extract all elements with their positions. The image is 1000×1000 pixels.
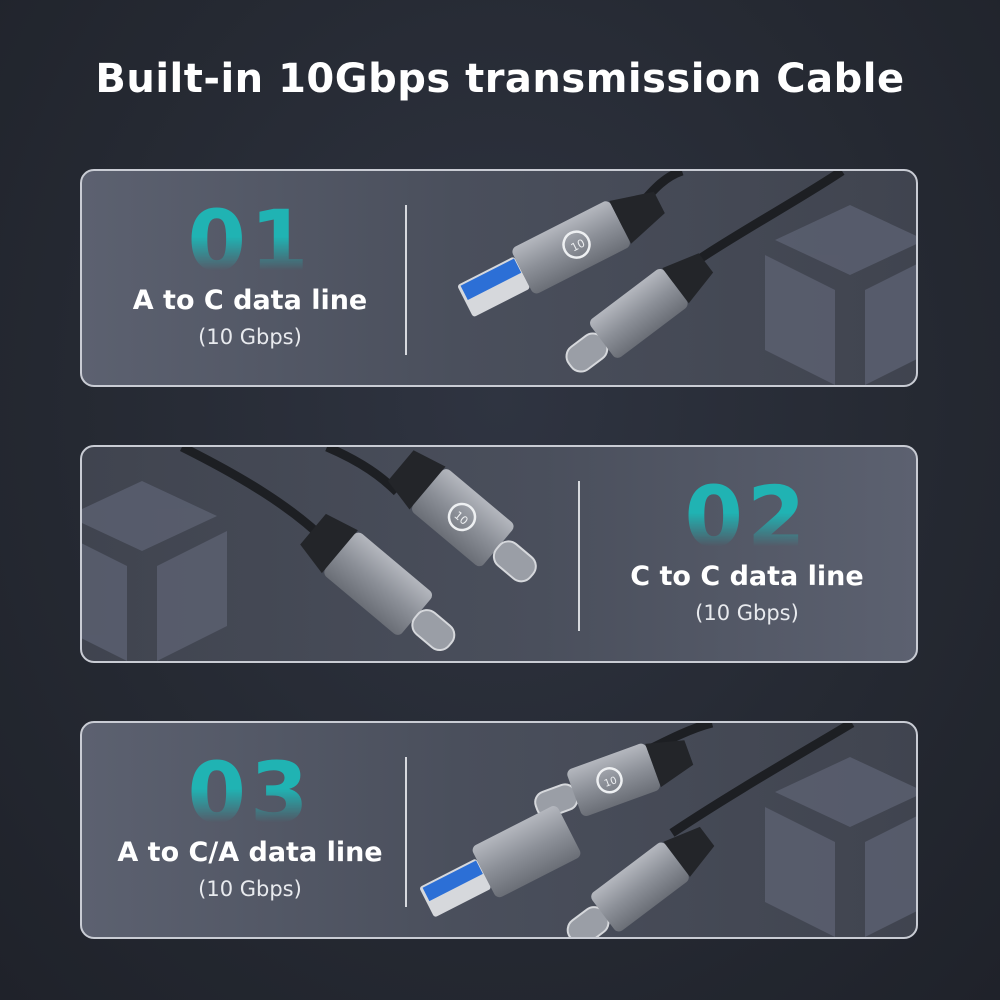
card-label: A to C data line [132, 285, 368, 316]
usb-a-connector-icon: 10 [457, 191, 665, 317]
card-c-to-c: 10 02 C to C data line (10 Gbps) [80, 445, 918, 663]
cube-watermark-icon [765, 757, 916, 937]
page-title: Built-in 10Gbps transmission Cable [95, 56, 905, 102]
svg-text:10: 10 [569, 237, 587, 255]
card-number: 01 [187, 192, 313, 290]
card-speed: (10 Gbps) [198, 325, 302, 349]
card-divider [578, 481, 580, 631]
usb-c-connector-icon [566, 826, 715, 937]
cable-illustration: 10 [457, 171, 845, 373]
usb-a-connector-icon [420, 806, 581, 917]
cable-illustration: 10 [179, 447, 537, 652]
usb-c-connector-icon: 10 [534, 740, 694, 818]
svg-text:10: 10 [603, 775, 619, 790]
cube-watermark-icon [765, 205, 916, 385]
card-speed: (10 Gbps) [198, 877, 302, 901]
card-divider [405, 757, 407, 907]
usb-c-connector-icon [565, 253, 714, 373]
card-divider [405, 205, 407, 355]
usb-c-connector-icon: 10 [387, 450, 537, 583]
cube-watermark-icon [82, 481, 227, 661]
card-label: A to C/A data line [117, 837, 383, 868]
card-number: 03 [187, 744, 313, 842]
card-number: 02 [684, 468, 810, 566]
cable-illustration: 10 [420, 723, 855, 937]
usb-c-connector-icon [300, 513, 456, 652]
card-speed: (10 Gbps) [695, 601, 799, 625]
card-label: C to C data line [630, 561, 864, 592]
card-a-to-c-a: 03 A to C/A data line (10 Gbps) 10 [80, 721, 918, 939]
card-a-to-c: 01 A to C data line (10 Gbps) 10 [80, 169, 918, 387]
